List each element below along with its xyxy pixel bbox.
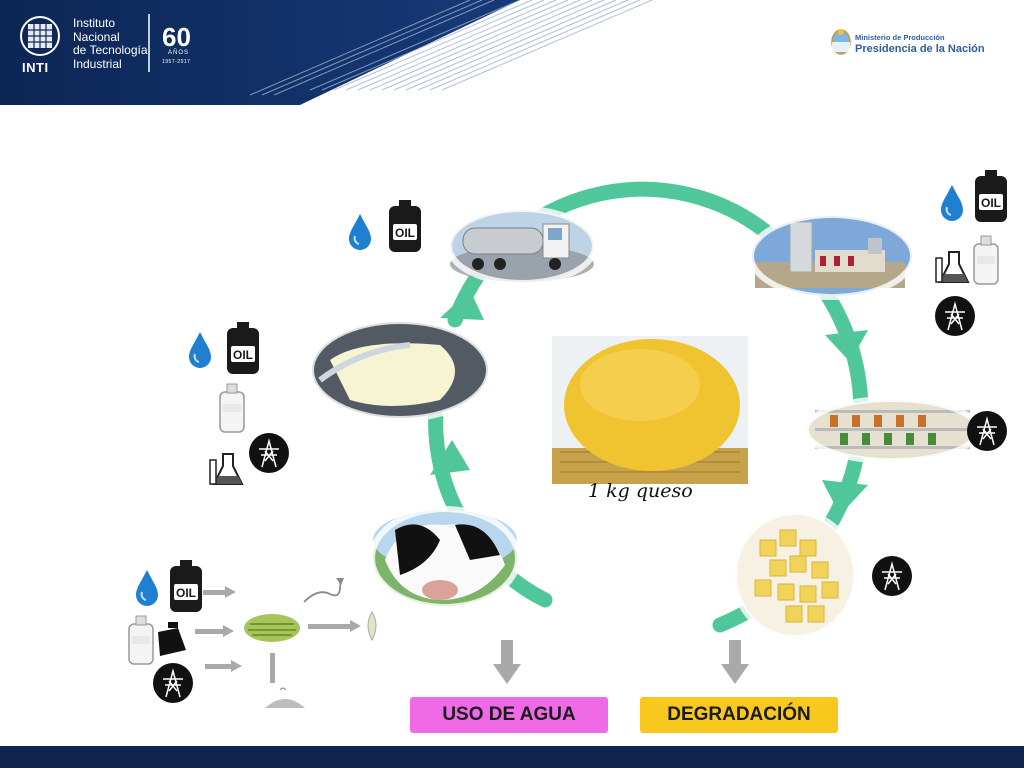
institute-name: Instituto Nacional de Tecnología Industr… [73,16,148,71]
anniversary-word: AÑOS [168,50,190,56]
flask-icon [935,251,969,283]
ministry-line1: Ministerio de Producción [855,33,945,42]
degradation-badge: DEGRADACIÓN [640,697,838,733]
growth-arrow-icon [303,578,344,603]
electric-tower-icon [966,410,1008,452]
input-arrows [195,586,361,683]
bottle-icon [973,235,999,285]
cycle-arrowheads [430,290,868,515]
dairy-factory-image [748,212,916,300]
institute-line: de Tecnología [73,43,148,57]
retail-shelves-image [803,396,981,464]
gray-arrow-icon [493,640,521,684]
tanker-truck-image [446,206,598,286]
footer-bar [0,746,1024,768]
institute-line: Instituto [73,16,116,30]
institute-line: Industrial [73,56,122,71]
bottle-icon [128,615,154,665]
jerrycan-icon [158,622,186,656]
water-use-badge: USO DE AGUA [410,697,608,733]
inti-logo-icon [20,16,60,56]
oil-can-icon [389,200,421,252]
milk-image [308,318,492,422]
institute-line: Nacional [73,29,120,44]
soil-icon [265,687,305,708]
oil-can-icon [170,560,202,612]
argentina-shield-icon [831,29,851,55]
anniversary-number: 60 [162,22,191,52]
oil-can-icon [227,322,259,374]
water-drop-icon [940,184,964,222]
cow-image [369,506,521,610]
electric-tower-icon [152,662,194,704]
anniversary-years: 1957-2017 [162,59,191,65]
ministry-line2: Presidencia de la Nación [855,43,985,55]
header-background: 60 [0,0,653,105]
electric-tower-icon [248,432,290,474]
water-drop-icon [348,213,372,251]
electric-tower-icon [871,555,913,597]
crop-field-image [244,614,300,642]
bottle-icon [219,383,245,433]
water-drop-icon [188,331,212,369]
corn-icon [367,611,377,642]
product-label: 1 kg queso [588,480,693,502]
inti-wordmark: INTI [22,60,49,75]
cheese-wheel-image [552,336,748,484]
flask-icon [209,453,243,485]
gray-arrow-icon [721,640,749,684]
oil-can-icon [975,170,1007,222]
header-banner: 60 Instituto Nacional de Tecnología Indu… [0,0,1024,105]
water-drop-icon [135,569,159,607]
cheese-cubes-image [731,509,859,641]
electric-tower-icon [934,295,976,337]
